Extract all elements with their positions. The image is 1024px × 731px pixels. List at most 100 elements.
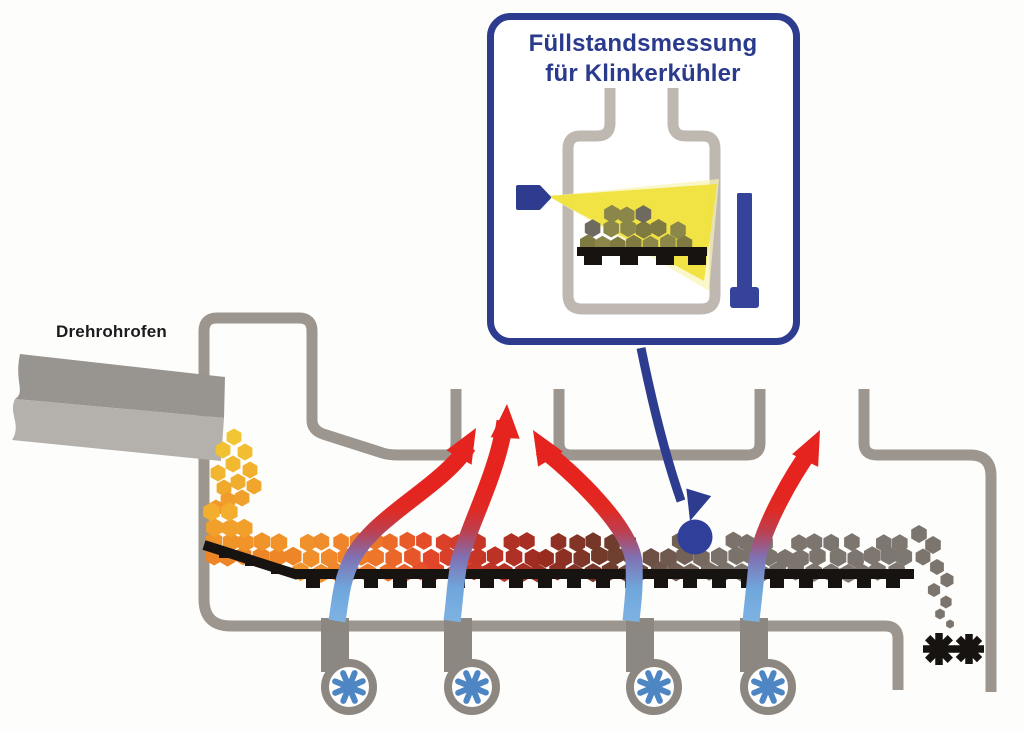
fan-blade-icon [654, 678, 671, 689]
grate-tooth [509, 579, 523, 588]
falling-clinker-hex [230, 473, 246, 491]
clinker-hex [285, 546, 302, 566]
vessel-clinker-hex [650, 219, 667, 237]
kiln-shell-bottom [12, 399, 224, 461]
clinker-exit [911, 525, 984, 665]
pointer-arrowhead [686, 488, 712, 521]
fan-hub [650, 683, 658, 691]
fan-blade-icon [652, 670, 663, 687]
falling-clinker-hex [246, 477, 262, 495]
clinker-hex [503, 533, 520, 552]
clinker-hex [469, 547, 486, 567]
vessel-grate-tooth [584, 256, 602, 265]
clinker-hex [321, 548, 338, 568]
fan-blade-icon [654, 685, 671, 696]
clinker-hex [728, 546, 745, 566]
clinker-hex [823, 533, 839, 552]
vessel-clinker-hex [670, 221, 686, 240]
ceiling-baffle-right-and-wall [858, 389, 997, 692]
grate-tooth [422, 579, 436, 588]
level-sensor-icon [516, 185, 551, 210]
fan-hub [468, 683, 476, 691]
fan-unit [740, 618, 796, 715]
fan-blade-icon [349, 678, 366, 689]
fan-blade-icon [463, 687, 474, 704]
clinker-hex [725, 531, 742, 550]
grate-tooth [828, 579, 842, 588]
vessel-grate-tooth [656, 256, 674, 265]
clinker-hex [435, 533, 452, 552]
clinker-hex [660, 548, 677, 568]
clinker-hex [302, 548, 320, 568]
cooling-air-stream [535, 441, 643, 622]
falling-cooled-clinker-hex [940, 572, 954, 588]
kiln-shell-top [15, 354, 225, 418]
clinker-hex [416, 531, 432, 550]
clinker-hex [333, 533, 349, 551]
hot-air-arrowhead [446, 428, 476, 465]
air-flow [328, 404, 820, 623]
clinker-hex [367, 547, 384, 567]
fan-blade-icon [332, 678, 349, 689]
fan-blade-icon [751, 685, 768, 696]
clinker-hex [399, 531, 416, 550]
cooling-air-stream [443, 419, 514, 623]
grate-tooth [245, 557, 257, 566]
clinker-hex [270, 533, 288, 553]
falling-cooled-clinker-hex [911, 525, 927, 543]
fan-blade-icon [637, 685, 654, 696]
vessel-grate-tooth [688, 256, 706, 265]
grate-tooth [364, 579, 378, 588]
falling-clinker-hex [210, 464, 226, 482]
clinker-hex [524, 548, 542, 568]
clinker-hex [792, 549, 809, 568]
fan-blade-icon [652, 687, 663, 704]
measurement-point-circle [677, 519, 713, 555]
vessel-outline [562, 88, 721, 315]
clinker-hex [313, 532, 330, 551]
cooler-housing-outline [198, 312, 904, 690]
falling-cooled-clinker-hex [925, 536, 941, 554]
vessel-clinker-hex [635, 205, 652, 224]
clinker-hex [206, 518, 223, 537]
grate-tooth [770, 579, 784, 588]
fan-blade-icon [332, 685, 349, 696]
falling-cooled-clinker-hex [935, 608, 945, 620]
grate-tooth [712, 579, 726, 588]
fan-blade-icon [645, 687, 656, 704]
clinker-hex [739, 533, 755, 552]
reference-rod [737, 193, 752, 289]
fan-blade-icon [463, 670, 474, 687]
vessel-clinker-hex [584, 219, 601, 238]
clinker-hex [711, 547, 728, 567]
clinker-hex [555, 548, 572, 568]
fan-blade-icon [751, 678, 768, 689]
fan-blade-icon [340, 687, 351, 704]
grate-tooth [567, 579, 581, 588]
cooled-clinker-asterisk-icon [954, 634, 984, 664]
falling-cooled-clinker-hex [940, 595, 952, 609]
main-duct-outline [198, 312, 997, 692]
fan-blade-icon [455, 685, 472, 696]
clinker-hex [569, 534, 585, 553]
clinker-hex [791, 534, 807, 553]
fan-hub [345, 683, 353, 691]
falling-cooled-clinker-hex [930, 559, 944, 575]
cooling-fans [321, 618, 796, 715]
falling-clinker-hex [237, 443, 253, 461]
clinker-hex [892, 534, 908, 553]
fan-unit [444, 618, 500, 715]
falling-clinker-hex [242, 461, 258, 479]
fan-blade-icon [768, 685, 785, 696]
clinker-hex [591, 546, 608, 566]
grate-tooth [857, 579, 871, 588]
falling-clinker-hex [234, 489, 250, 507]
callout-title-line1: Füllstandsmessung [528, 30, 758, 57]
fan-blade-icon [455, 678, 472, 689]
vessel-grate-bar [577, 247, 707, 256]
callout-box-group [487, 13, 800, 345]
fan-unit [626, 618, 682, 715]
vessel-clinker-hex [635, 220, 652, 239]
